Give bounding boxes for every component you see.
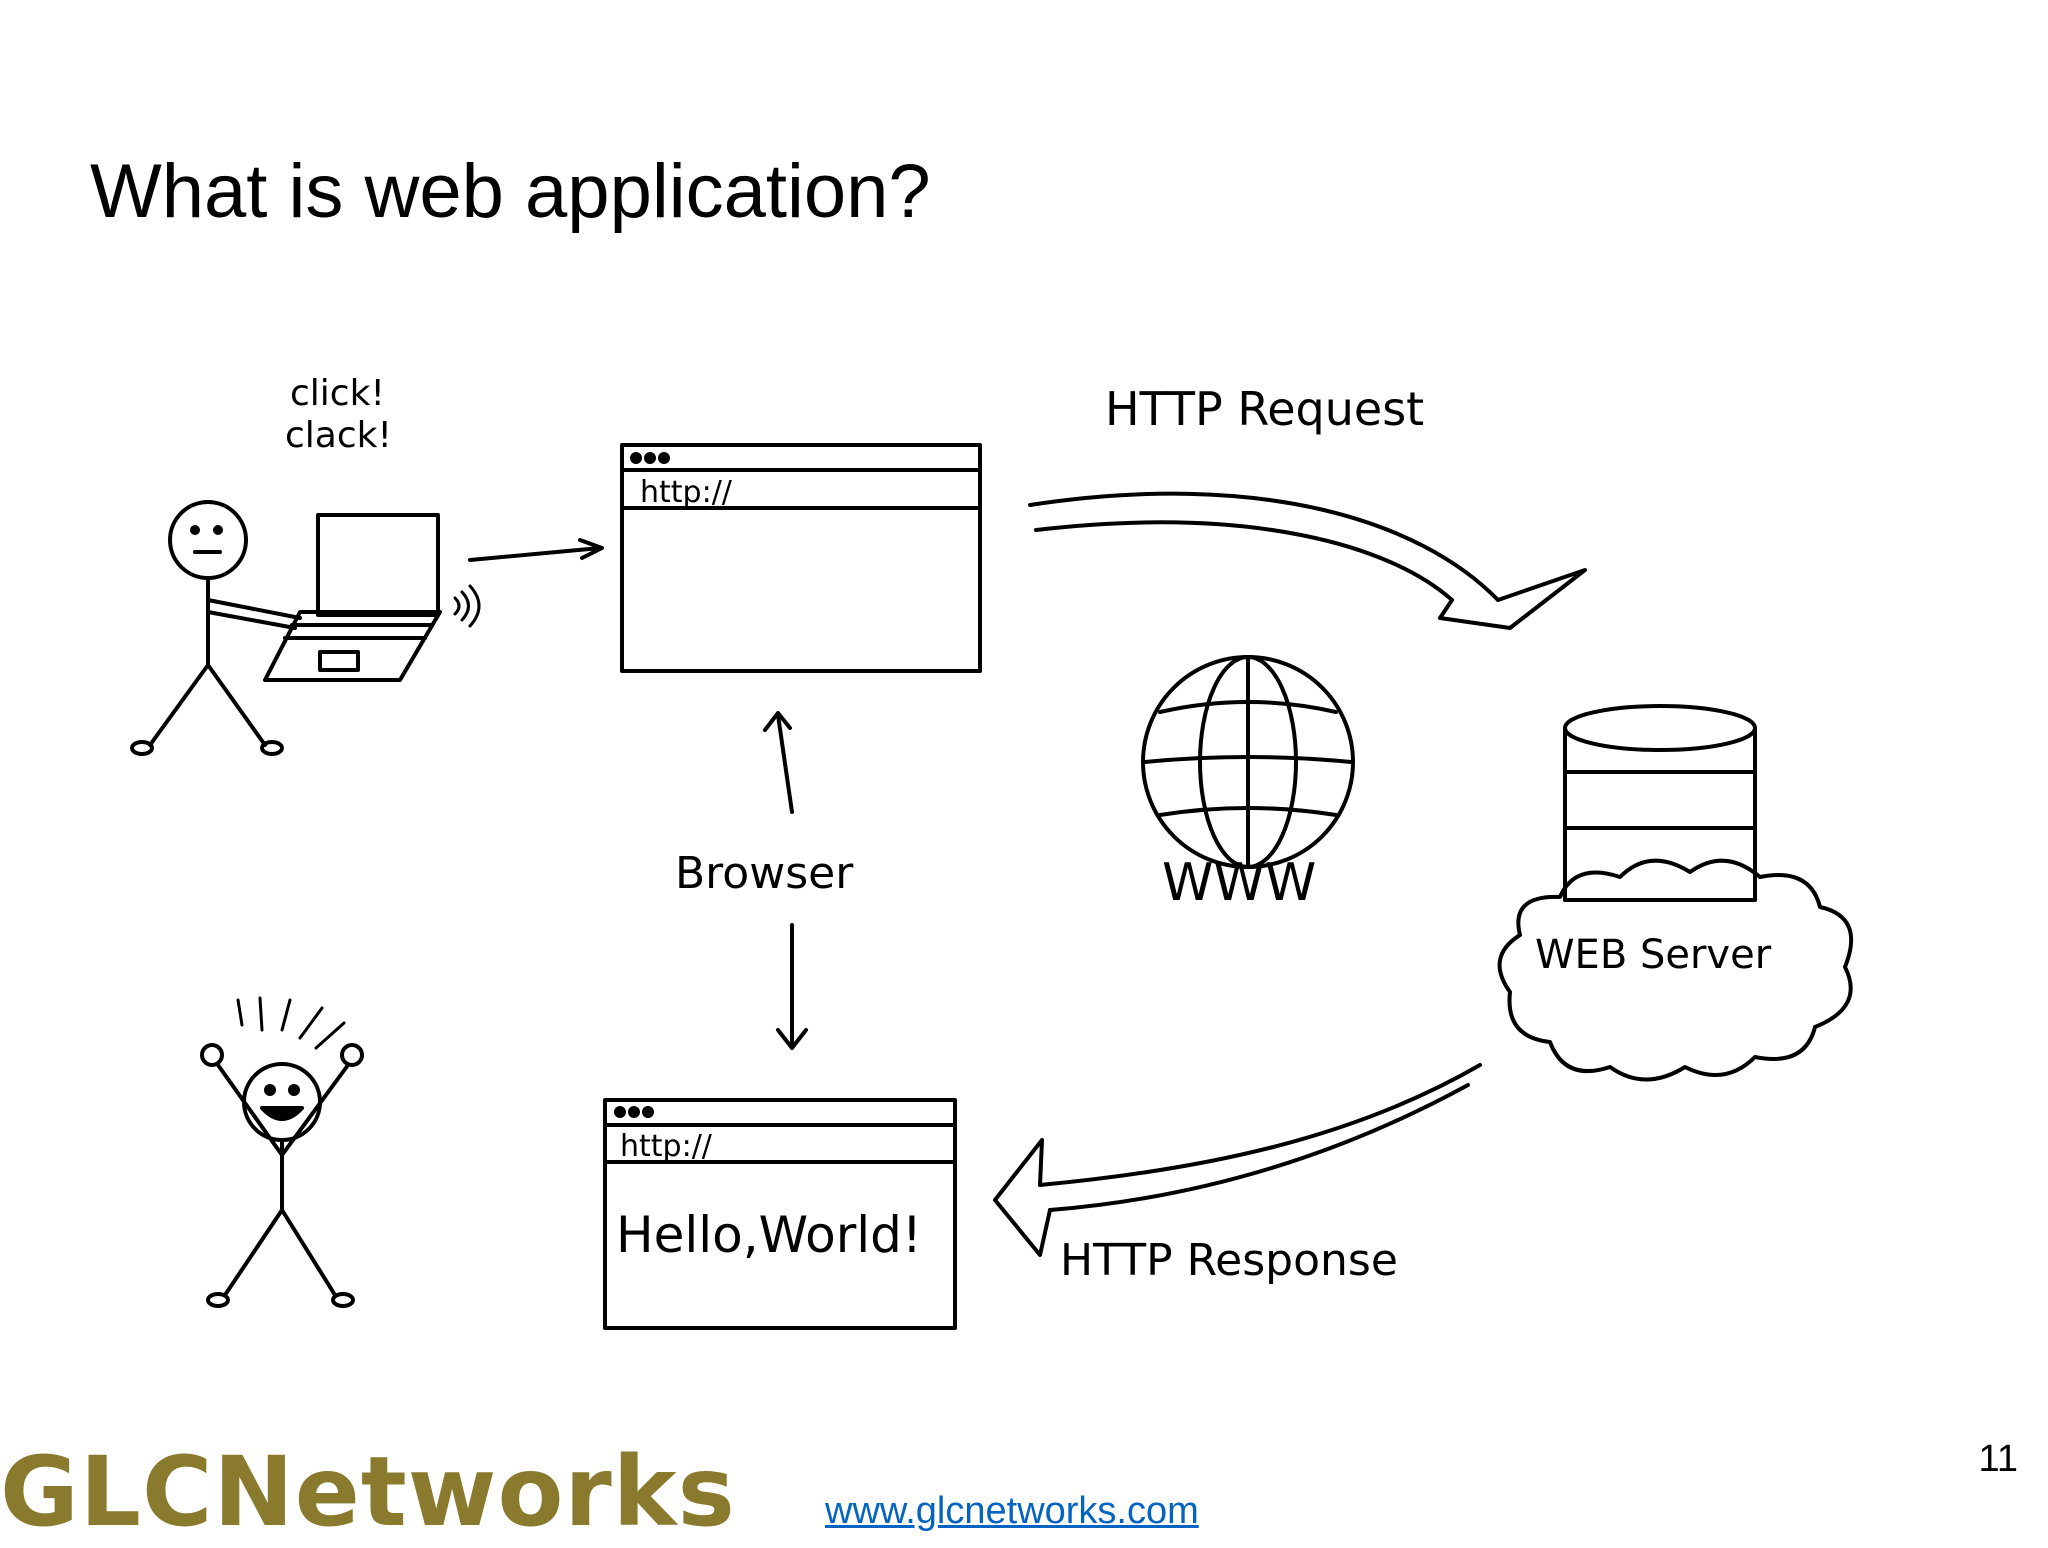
request-arrow-icon — [1030, 494, 1585, 628]
web-server-label: WEB Server — [1535, 932, 1772, 978]
response-arrow-icon — [995, 1065, 1480, 1255]
stick-figure-icon — [202, 998, 362, 1306]
glcnetworks-logo: GLCNetworks — [0, 1440, 736, 1546]
www-label: WWW — [1162, 853, 1316, 913]
arrow-icon — [470, 540, 602, 560]
http-request-label: HTTP Request — [1105, 382, 1424, 436]
logo-text: GLCNetworks — [0, 1436, 736, 1548]
http-response-label: HTTP Response — [1060, 1235, 1398, 1286]
stick-figure-icon — [132, 502, 300, 754]
browser-label: Browser — [675, 848, 854, 899]
top-address-text: http:// — [640, 475, 733, 510]
click-label: click! — [290, 373, 385, 414]
bottom-address-text: http:// — [620, 1129, 713, 1164]
website-link[interactable]: www.glcnetworks.com — [825, 1490, 1199, 1533]
page-content-text: Hello,World! — [616, 1206, 922, 1264]
laptop-icon — [265, 515, 479, 680]
clack-label: clack! — [285, 415, 392, 456]
globe-icon — [1143, 657, 1353, 867]
page-number: 11 — [1979, 1438, 2018, 1481]
